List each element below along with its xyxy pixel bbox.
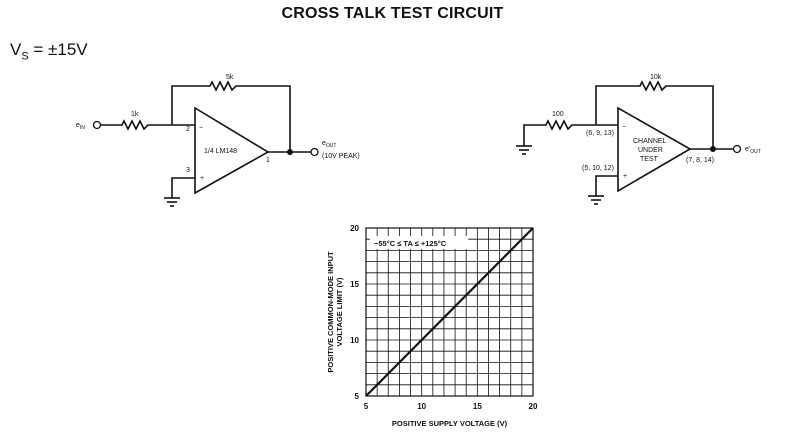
left-input-terminal <box>92 120 102 130</box>
right-input-resistor-label: 100 <box>552 111 564 118</box>
left-opamp <box>194 106 270 195</box>
left-ground-icon <box>164 197 180 207</box>
left-input-resistor <box>100 119 195 131</box>
left-pin-3: 3 <box>186 167 190 174</box>
right-opamp-noninverting-sign: + <box>623 173 627 180</box>
left-opamp-inverting-sign: − <box>199 125 203 132</box>
right-opamp-label-line3: TEST <box>640 156 659 163</box>
supply-symbol: V <box>10 40 22 59</box>
right-output-junction <box>710 146 716 152</box>
chart-x-axis-label: POSITIVE SUPPLY VOLTAGE (V) <box>392 419 508 428</box>
chart-y-axis-label-line1: POSITIVE COMMON-MODE INPUT <box>326 251 335 373</box>
page-title: CROSS TALK TEST CIRCUIT <box>281 5 504 22</box>
chart-y-tick-label: 15 <box>350 280 359 289</box>
right-opamp <box>617 106 692 193</box>
left-pin-2: 2 <box>186 126 190 133</box>
chart-y-tick-labels: 5 10 15 20 <box>350 224 359 401</box>
chart-annotation: −55°C ≤ TA ≤ +125°C <box>374 239 447 248</box>
right-ground-icon <box>588 195 604 205</box>
left-output-terminal <box>310 147 319 157</box>
chart-plot-frame <box>365 227 534 397</box>
left-output-note: (10V PEAK) <box>322 153 360 160</box>
chart-y-tick-label: 10 <box>350 336 359 345</box>
left-output-junction <box>287 149 293 155</box>
chart-series-line <box>365 227 534 397</box>
supply-symbol-subscript: S <box>21 50 29 63</box>
chart-y-tick-label: 5 <box>355 392 360 401</box>
right-pins-noninverting: (5, 10, 12) <box>582 165 614 172</box>
chart-x-tick-labels: 5 10 15 20 <box>364 402 538 411</box>
right-circuit: 100 10k − + CHANNEL UNDER TEST (6, 9, 13… <box>516 74 761 205</box>
chart-annotation-background <box>370 236 468 249</box>
left-output-label: eOUT <box>322 140 336 149</box>
chart: 5 10 15 20 5 10 15 20 −55°C ≤ TA ≤ +125°C POSI… <box>326 224 538 428</box>
left-opamp-label: 1/4 LM148 <box>204 148 237 155</box>
chart-series <box>365 227 534 397</box>
right-feedback-resistor-label: 10k <box>650 74 662 81</box>
right-opamp-label-line1: CHANNEL <box>633 138 667 145</box>
left-circuit: eIN 1k 5k − + 1/4 LM148 2 3 1 eOUT (10V … <box>76 74 360 207</box>
left-feedback-resistor-label: 5k <box>226 74 234 81</box>
chart-x-tick-label: 15 <box>473 402 482 411</box>
supply-voltage-label: VS = ±15V <box>10 40 88 62</box>
left-input-resistor-label: 1k <box>131 111 139 118</box>
right-opamp-label-line2: UNDER <box>638 147 663 154</box>
chart-x-tick-label: 5 <box>364 402 369 411</box>
right-ground-wire <box>595 175 618 196</box>
left-opamp-noninverting-sign: + <box>200 175 204 182</box>
left-ground-wire <box>171 177 195 198</box>
chart-vertical-gridlines <box>376 228 523 396</box>
chart-x-tick-label: 10 <box>417 402 426 411</box>
right-opamp-inverting-sign: − <box>622 124 626 131</box>
left-input-label: eIN <box>76 122 85 131</box>
left-pin-1: 1 <box>266 157 270 164</box>
chart-y-axis-label-line2: VOLTAGE LIMIT (V) <box>335 277 344 346</box>
right-feedback-resistor <box>595 80 714 149</box>
right-pins-output: (7, 8, 14) <box>686 157 714 164</box>
right-output-label: e'OUT <box>745 146 761 155</box>
chart-y-tick-label: 20 <box>350 224 359 233</box>
right-input-ground-icon <box>516 145 532 155</box>
chart-x-tick-label: 20 <box>529 402 538 411</box>
right-output-terminal <box>732 144 742 154</box>
right-input-resistor <box>523 119 618 146</box>
right-pins-inverting: (6, 9, 13) <box>586 130 614 137</box>
left-feedback-resistor <box>171 80 291 152</box>
supply-value: = ±15V <box>28 40 88 59</box>
